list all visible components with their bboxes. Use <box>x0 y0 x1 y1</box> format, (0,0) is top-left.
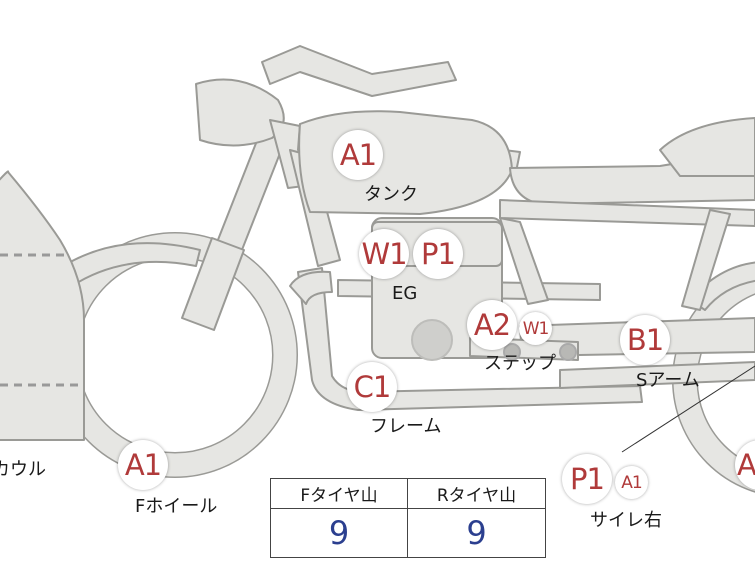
front-tire-value: 9 <box>271 509 408 557</box>
tail-cowl-shape <box>659 117 755 177</box>
silencer-label: サイレ右 <box>590 510 662 531</box>
tank-badge-a1: A1 <box>333 130 383 180</box>
rear-edge-badge: A <box>735 440 755 490</box>
step-badge-w1: W1 <box>519 312 552 345</box>
silencer-badge-p1: P1 <box>562 454 612 504</box>
step-badge-a2: A2 <box>467 300 517 350</box>
engine-badge-p1: P1 <box>413 229 463 279</box>
swingarm-label: Sアーム <box>636 370 700 391</box>
step-label: ステップ <box>484 353 556 374</box>
front-fender-shape <box>59 242 201 287</box>
frame-lower-shape <box>297 267 643 411</box>
exhaust-shape <box>559 361 755 389</box>
rear-tire-header: Rタイヤ山 <box>408 479 545 509</box>
swingarm-badge-b1: B1 <box>620 315 670 365</box>
engine-cover-shape <box>411 319 453 361</box>
rear-tire-value: 9 <box>466 514 487 552</box>
silencer-badge-a1: A1 <box>615 466 648 499</box>
handlebar-shape <box>261 45 457 97</box>
engine-badge-w1: W1 <box>359 229 409 279</box>
cowl-label: カウル <box>0 459 46 480</box>
front-tire-header: Fタイヤ山 <box>271 479 408 509</box>
tank-label: タンク <box>364 184 418 205</box>
frame-label: フレーム <box>370 416 442 437</box>
engine-label: EG <box>392 283 418 304</box>
front-cowl-shape <box>0 170 85 441</box>
front-wheel-label: Fホイール <box>135 496 218 517</box>
frame-badge-c1: C1 <box>347 362 397 412</box>
headlight-shape <box>195 78 285 147</box>
tire-tread-table: Fタイヤ山 Rタイヤ山 9 9 <box>270 478 546 558</box>
front-wheel-badge-a1: A1 <box>118 440 168 490</box>
